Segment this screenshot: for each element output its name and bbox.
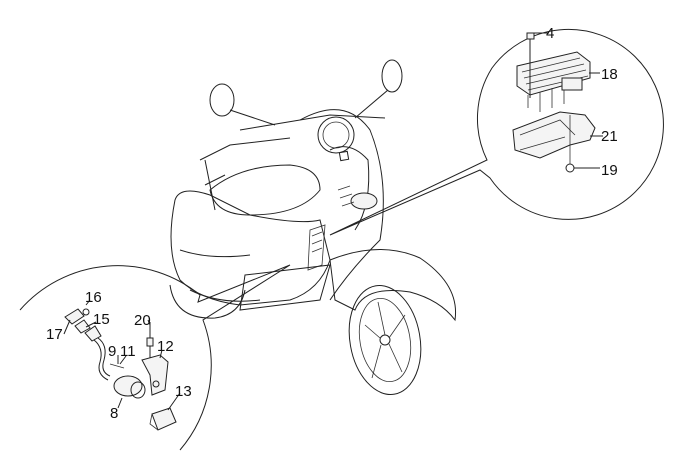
callout-20: 20 [134, 312, 151, 329]
callout-18: 18 [601, 66, 618, 83]
callout-15: 15 [93, 311, 110, 328]
coil-detail [19, 264, 291, 451]
callout-21: 21 [601, 128, 618, 145]
callout-16: 16 [85, 289, 102, 306]
callout-9: 9 [108, 343, 116, 360]
callout-12: 12 [157, 338, 174, 355]
regulator-detail [329, 28, 664, 236]
callout-17: 17 [46, 326, 63, 343]
callout-13: 13 [175, 383, 192, 400]
callout-4: 4 [546, 25, 554, 42]
callout-8: 8 [110, 405, 118, 422]
scooter-illustration [169, 59, 457, 396]
callout-19: 19 [601, 162, 618, 179]
callout-11: 11 [120, 343, 136, 360]
